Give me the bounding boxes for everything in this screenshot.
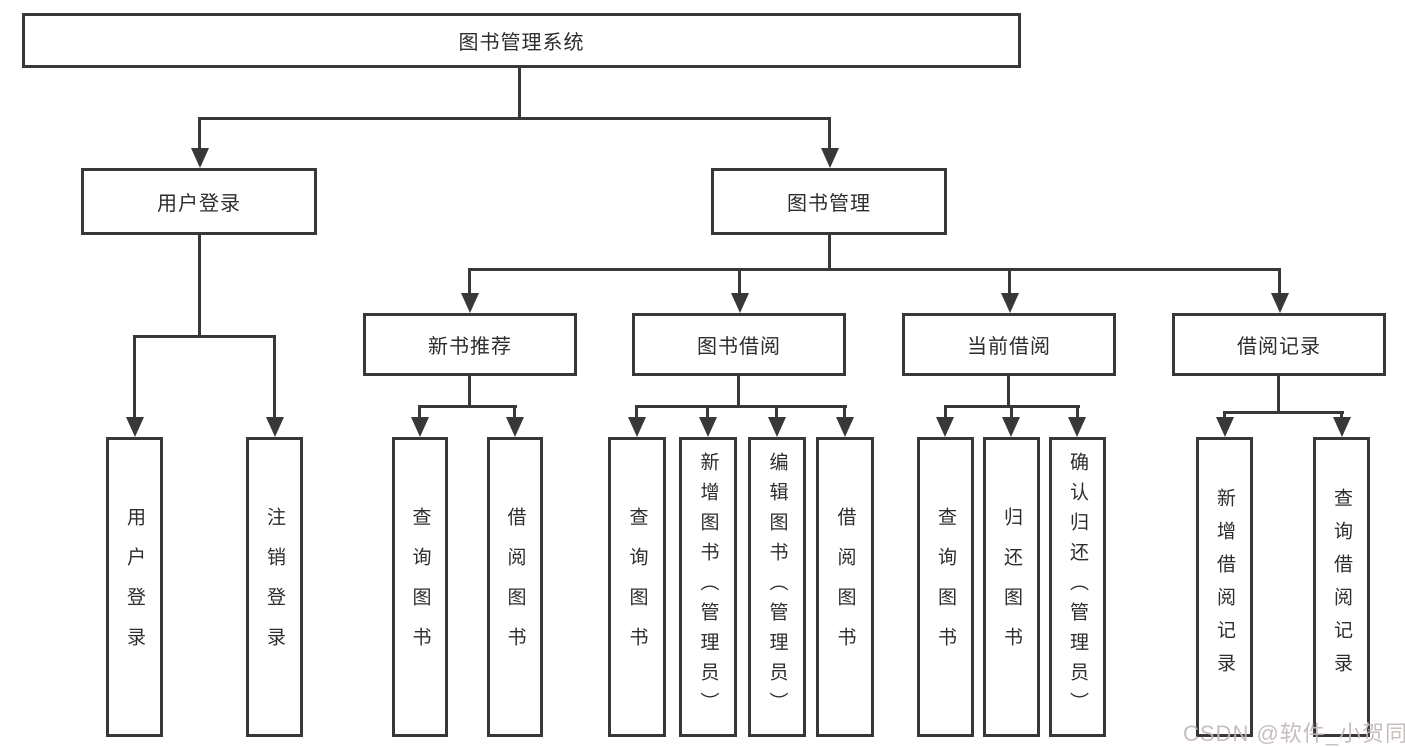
connector-line [828, 235, 831, 271]
leaf-user-login-label: 用户登录 [124, 507, 145, 667]
arrow-down-icon [936, 417, 954, 437]
arrow-down-icon [699, 417, 717, 437]
leaf-borrow-books-recommend-label: 借阅图书 [504, 507, 526, 667]
arrow-down-icon [731, 293, 749, 313]
arrow-down-icon [1002, 417, 1020, 437]
leaf-add-borrow-record-label: 新增借阅记录 [1214, 488, 1235, 686]
leaf-add-book-admin-label: 新增图书（管理员） [697, 452, 719, 722]
node-book-management: 图书管理 [711, 168, 947, 235]
arrow-down-icon [768, 417, 786, 437]
connector-line [1278, 268, 1281, 296]
connector-line [468, 376, 471, 408]
arrow-down-icon [628, 417, 646, 437]
connector-line [1010, 405, 1013, 419]
connector-line [1007, 376, 1010, 408]
connector-line [273, 335, 276, 419]
leaf-query-borrow-record: 查询借阅记录 [1313, 437, 1370, 737]
leaf-query-books-current: 查询图书 [917, 437, 974, 737]
connector-line [1223, 411, 1344, 414]
node-new-book-recommend-label: 新书推荐 [428, 336, 512, 358]
connector-line [1340, 411, 1343, 419]
connector-line [513, 405, 516, 419]
connector-line [1008, 268, 1011, 296]
arrow-down-icon [1333, 417, 1351, 437]
connector-line [1076, 405, 1079, 419]
connector-line [738, 268, 741, 296]
connector-line [775, 405, 778, 419]
node-borrow-records-label: 借阅记录 [1237, 336, 1321, 358]
arrow-down-icon [1068, 417, 1086, 437]
leaf-query-books-recommend: 查询图书 [392, 437, 448, 737]
connector-line [468, 268, 1281, 271]
leaf-return-books: 归还图书 [983, 437, 1040, 737]
leaf-query-borrow-record-label: 查询借阅记录 [1331, 488, 1352, 686]
connector-line [198, 117, 201, 150]
connector-line [198, 235, 201, 338]
connector-line [1277, 376, 1280, 414]
node-library-system: 图书管理系统 [22, 13, 1021, 68]
connector-line [133, 335, 276, 338]
node-current-borrow: 当前借阅 [902, 313, 1116, 376]
arrow-down-icon [411, 417, 429, 437]
arrow-down-icon [1271, 293, 1289, 313]
connector-line [418, 405, 421, 419]
watermark: CSDN @软件_小贺同学 [1183, 721, 1405, 746]
connector-line [468, 268, 471, 296]
connector-line [1223, 411, 1226, 419]
node-user-login: 用户登录 [81, 168, 317, 235]
node-borrow-records: 借阅记录 [1172, 313, 1386, 376]
node-book-management-label: 图书管理 [787, 193, 871, 215]
leaf-add-borrow-record: 新增借阅记录 [1196, 437, 1253, 737]
leaf-query-books-current-label: 查询图书 [935, 507, 956, 667]
arrow-down-icon [506, 417, 524, 437]
arrow-down-icon [1216, 417, 1234, 437]
arrow-down-icon [836, 417, 854, 437]
arrow-down-icon [461, 293, 479, 313]
leaf-query-books-borrow: 查询图书 [608, 437, 666, 737]
connector-line [635, 405, 847, 408]
connector-line [133, 335, 136, 419]
node-user-login-label: 用户登录 [157, 193, 241, 215]
leaf-logout-login: 注销登录 [246, 437, 303, 737]
arrow-down-icon [126, 417, 144, 437]
arrow-down-icon [266, 417, 284, 437]
arrow-down-icon [191, 148, 209, 168]
connector-line [635, 405, 638, 419]
leaf-return-books-label: 归还图书 [1001, 507, 1022, 667]
leaf-confirm-return-admin-label: 确认归还（管理员） [1067, 452, 1088, 722]
node-library-system-label: 图书管理系统 [458, 32, 585, 54]
leaf-query-books-borrow-label: 查询图书 [626, 507, 648, 667]
leaf-edit-book-admin: 编辑图书（管理员） [748, 437, 806, 737]
node-current-borrow-label: 当前借阅 [967, 336, 1051, 358]
connector-line [418, 405, 517, 408]
connector-line [706, 405, 709, 419]
arrow-down-icon [1001, 293, 1019, 313]
leaf-user-login: 用户登录 [106, 437, 163, 737]
leaf-borrow-books-recommend: 借阅图书 [487, 437, 543, 737]
leaf-borrow-books: 借阅图书 [816, 437, 874, 737]
leaf-query-books-recommend-label: 查询图书 [409, 507, 431, 667]
leaf-borrow-books-label: 借阅图书 [834, 507, 856, 667]
connector-line [828, 117, 831, 150]
leaf-add-book-admin: 新增图书（管理员） [679, 437, 737, 737]
connector-line [518, 68, 521, 120]
leaf-confirm-return-admin: 确认归还（管理员） [1049, 437, 1106, 737]
leaf-logout-login-label: 注销登录 [264, 507, 285, 667]
connector-line [843, 405, 846, 419]
connector-line [198, 117, 831, 120]
connector-line [737, 376, 740, 408]
connector-line [944, 405, 947, 419]
node-book-borrow: 图书借阅 [632, 313, 846, 376]
node-book-borrow-label: 图书借阅 [697, 336, 781, 358]
node-new-book-recommend: 新书推荐 [363, 313, 577, 376]
arrow-down-icon [821, 148, 839, 168]
leaf-edit-book-admin-label: 编辑图书（管理员） [766, 452, 788, 722]
